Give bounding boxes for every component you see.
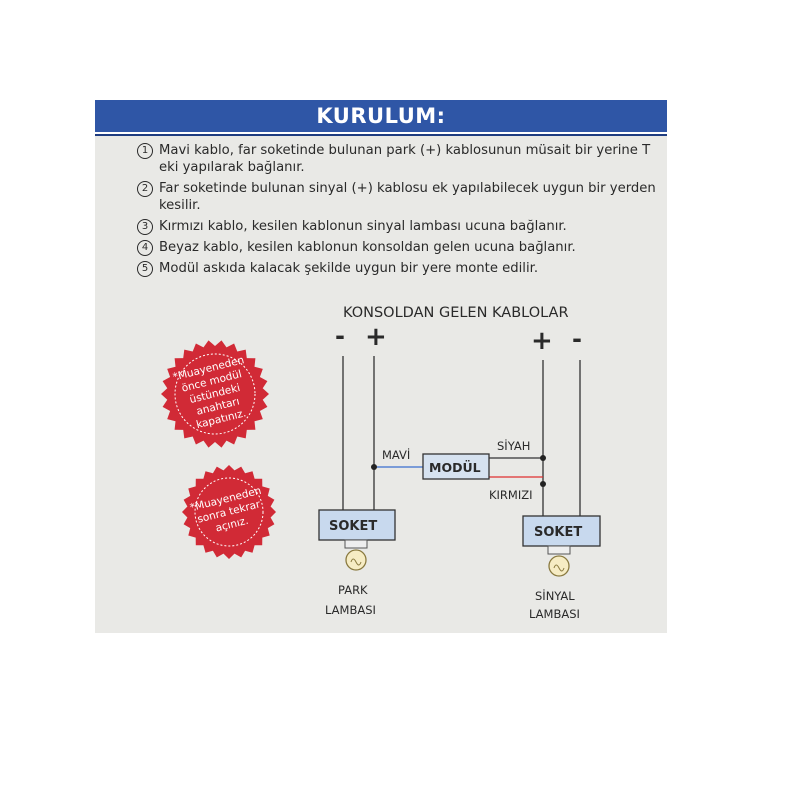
step-text: Mavi kablo, far soketinde bulunan park (…	[159, 143, 651, 175]
left-minus-sign: -	[335, 322, 345, 350]
step-number: 4	[137, 240, 153, 256]
signal-lamp-filament	[553, 564, 565, 572]
step-text: Beyaz kablo, kesilen kablonun konsoldan …	[159, 240, 576, 255]
console-title: KONSOLDAN GELEN KABLOLAR	[343, 305, 569, 321]
mavi-label: MAVİ	[382, 447, 410, 462]
signal-lamp-base	[547, 545, 571, 555]
header-bar: KURULUM:	[95, 100, 667, 134]
instruction-card: KURULUM: 1 Mavi kablo, far soketinde bul…	[95, 100, 667, 633]
black-wire-junction	[540, 455, 546, 461]
step-text: Far soketinde bulunan sinyal (+) kablosu…	[159, 181, 656, 213]
left-plus-sign: +	[365, 322, 387, 352]
right-socket-label: SOKET	[534, 525, 582, 540]
module-box	[422, 453, 490, 480]
step-5: 5 Modül askıda kalacak şekilde uygun bir…	[137, 260, 657, 277]
step-text: Kırmızı kablo, kesilen kablonun sinyal l…	[159, 219, 567, 234]
module-label: MODÜL	[429, 460, 481, 475]
seal-top	[161, 340, 269, 448]
step-text: Modül askıda kalacak şekilde uygun bir y…	[159, 261, 539, 276]
right-plus-sign: +	[531, 326, 553, 356]
right-minus-sign: -	[572, 325, 582, 353]
park-lamp-bulb-icon	[345, 549, 367, 571]
park-lamp-label-2: LAMBASI	[325, 603, 376, 617]
red-wire-junction	[540, 481, 546, 487]
step-1: 1 Mavi kablo, far soketinde bulunan park…	[137, 142, 657, 176]
blue-wire-junction	[371, 464, 377, 470]
step-4: 4 Beyaz kablo, kesilen kablonun konsolda…	[137, 239, 657, 256]
siyah-label: SİYAH	[497, 438, 530, 453]
park-lamp-label-1: PARK	[338, 583, 368, 597]
step-3: 3 Kırmızı kablo, kesilen kablonun sinyal…	[137, 218, 657, 235]
wiring-diagram: KONSOLDAN GELEN KABLOLAR - + + - MAVİ Sİ…	[161, 305, 601, 621]
park-lamp-base	[344, 539, 368, 549]
step-number: 2	[137, 181, 153, 197]
signal-lamp-label-2: LAMBASI	[529, 607, 580, 621]
step-number: 3	[137, 219, 153, 235]
header-title: KURULUM:	[316, 104, 446, 128]
step-number: 5	[137, 261, 153, 277]
step-2: 2 Far soketinde bulunan sinyal (+) kablo…	[137, 180, 657, 214]
step-number: 1	[137, 143, 153, 159]
left-socket-label: SOKET	[329, 519, 377, 534]
kirmizi-label: KIRMIZI	[489, 488, 533, 502]
seal-bottom	[182, 465, 276, 559]
signal-lamp-bulb-icon	[548, 555, 570, 577]
park-lamp-filament	[350, 558, 362, 566]
installation-steps: 1 Mavi kablo, far soketinde bulunan park…	[137, 142, 657, 281]
seal-top-ring	[174, 353, 256, 435]
seal-bottom-ring	[194, 477, 264, 547]
signal-lamp-label-1: SİNYAL	[535, 588, 575, 603]
